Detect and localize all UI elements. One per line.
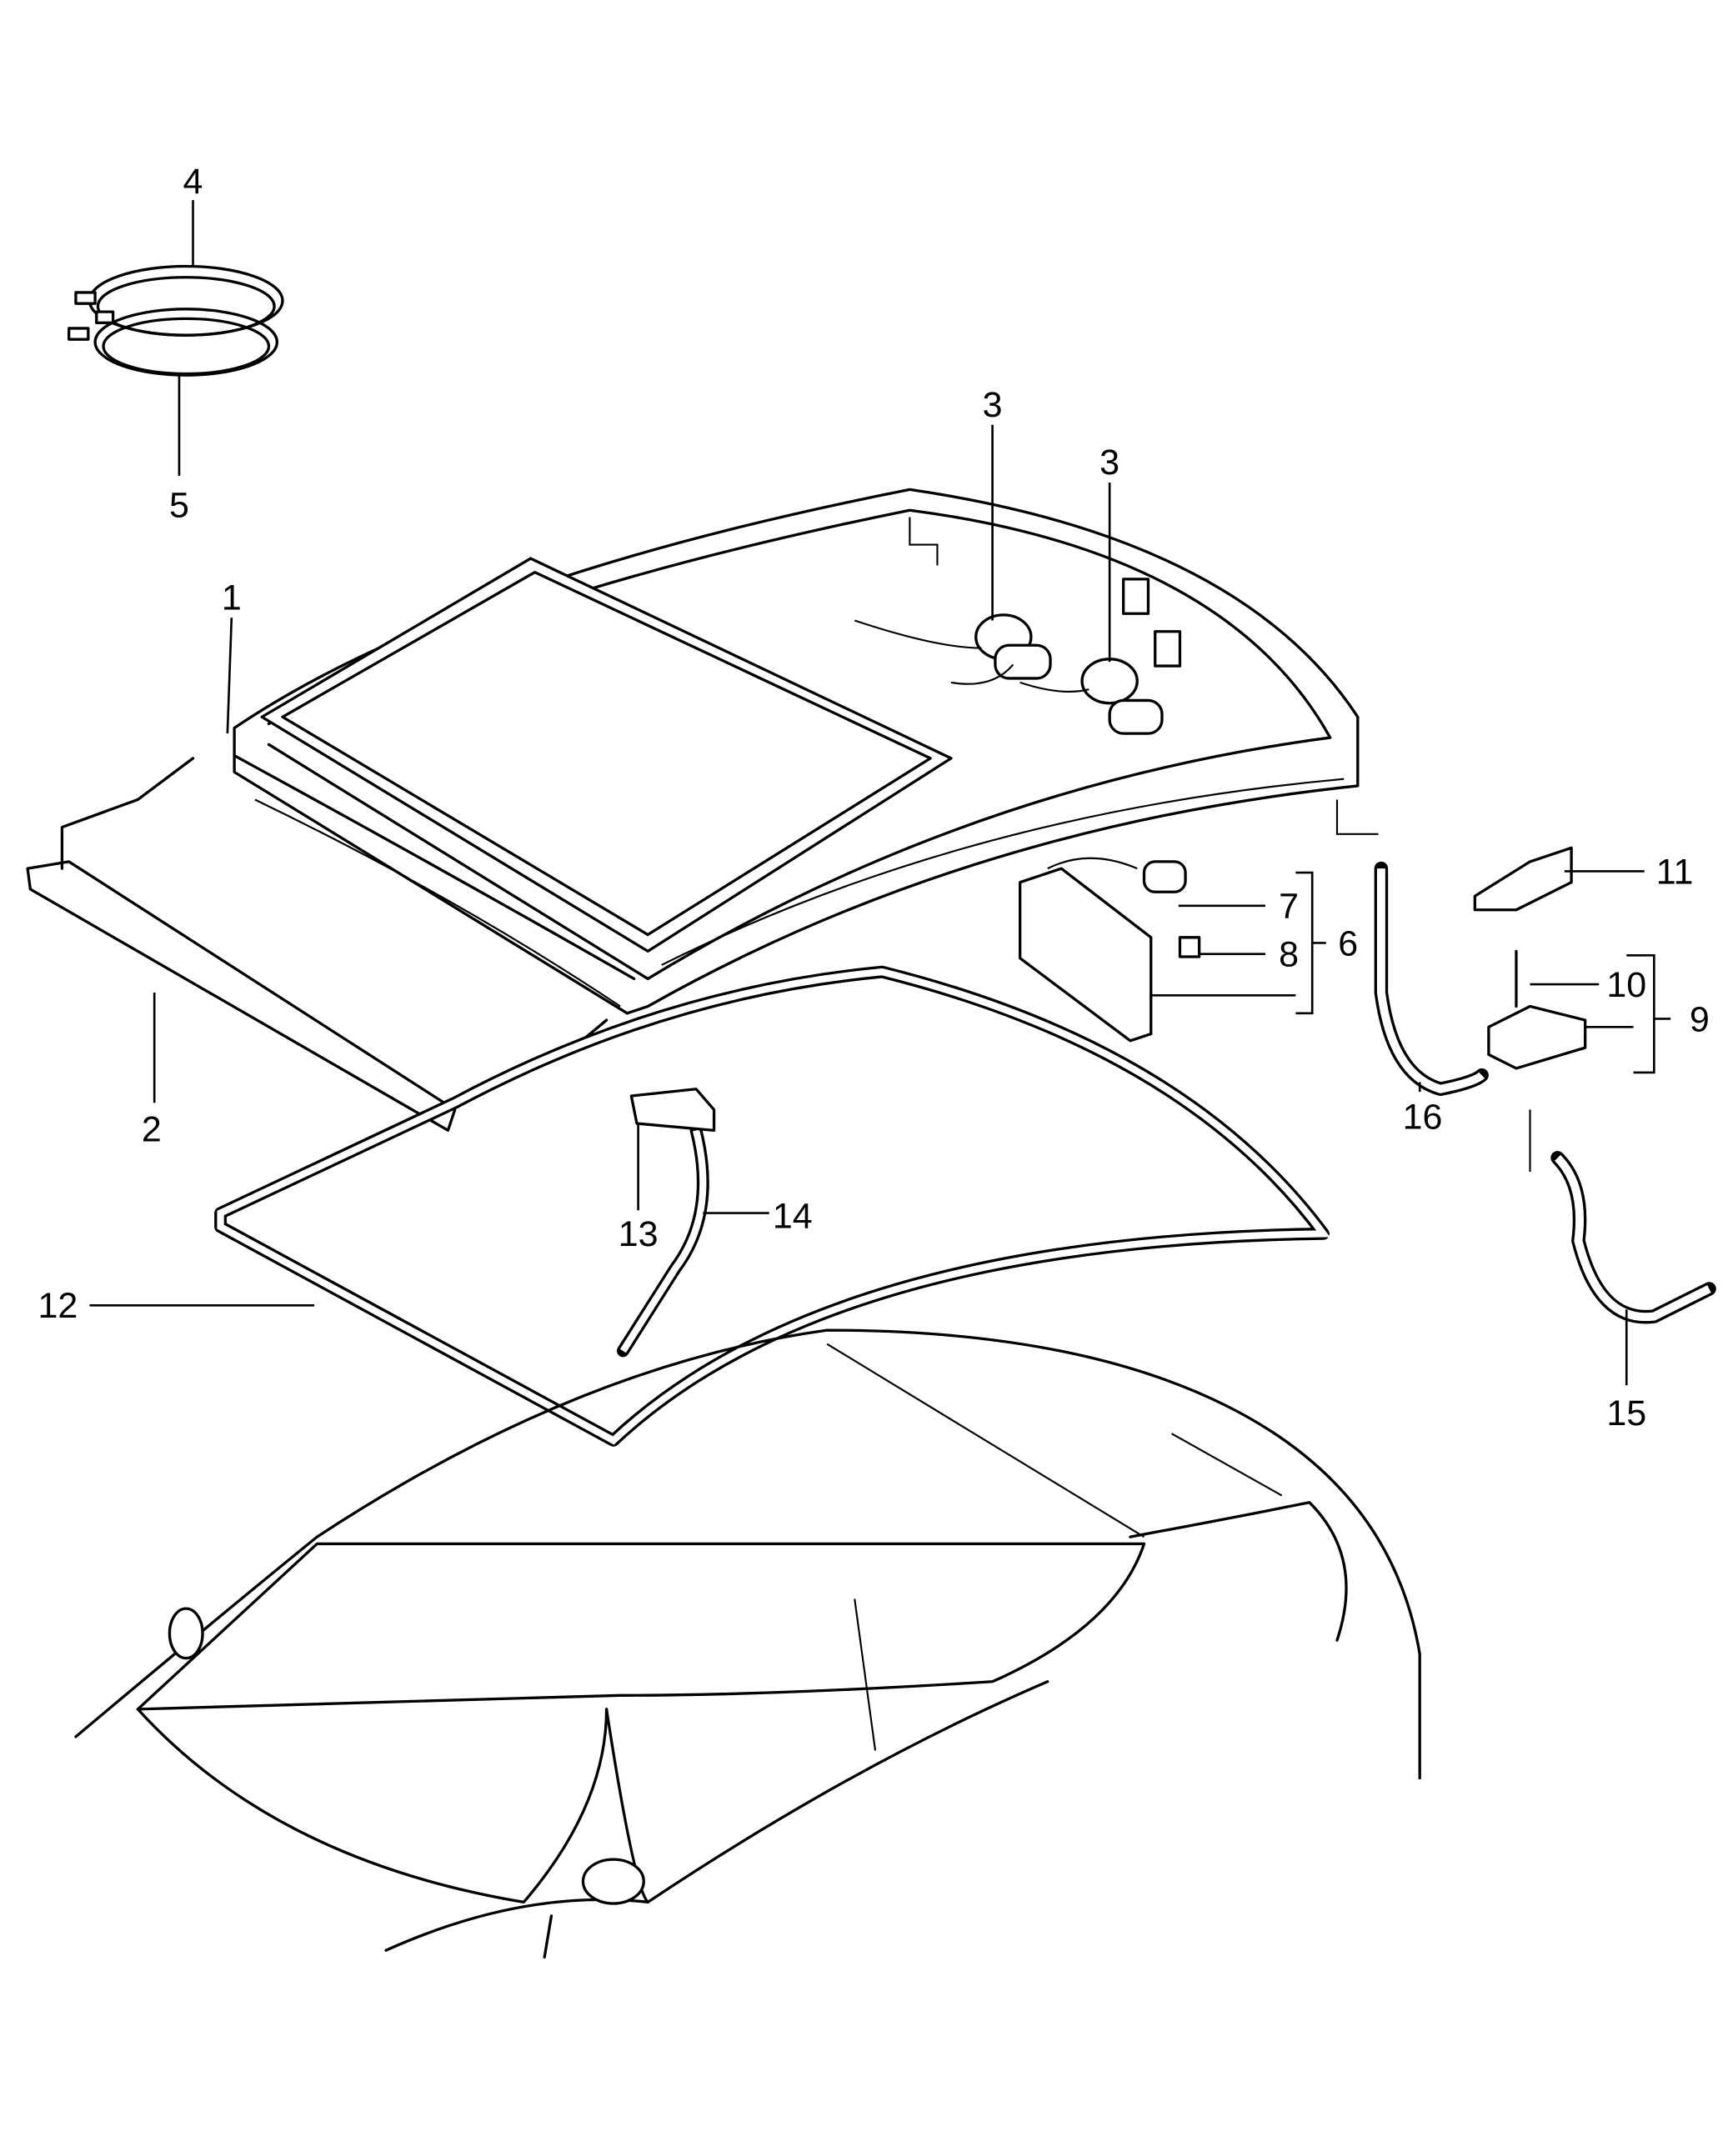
callout-11: 11 — [1656, 852, 1694, 892]
car-outline — [74, 1328, 1421, 1959]
motor-part-3b — [1019, 658, 1164, 735]
callout-16: 16 — [1403, 1098, 1443, 1138]
callout-3a: 3 — [983, 385, 1003, 425]
callout-6: 6 — [1338, 923, 1358, 963]
callout-12: 12 — [38, 1286, 78, 1326]
callout-1: 1 — [222, 578, 242, 618]
hose-part-16-inner — [1376, 868, 1485, 1093]
roof-seal-part-12 — [214, 965, 1330, 1447]
callout-14: 14 — [773, 1197, 813, 1237]
motor-part-3a — [854, 613, 1052, 685]
callout-13: 13 — [619, 1214, 659, 1254]
clip-part-11 — [1473, 846, 1573, 912]
cable-coil-part-4-5 — [68, 264, 284, 377]
leader-lines — [89, 200, 1671, 1386]
callout-9: 9 — [1690, 999, 1710, 1039]
callout-5: 5 — [169, 485, 189, 525]
bracket-assembly-part-6 — [1019, 857, 1201, 1043]
connector-part-13 — [629, 1088, 716, 1132]
callout-3b: 3 — [1099, 443, 1119, 483]
latch-part-9 — [1487, 949, 1587, 1070]
callout-8: 8 — [1279, 935, 1299, 975]
callout-15: 15 — [1606, 1393, 1646, 1433]
callout-7: 7 — [1279, 887, 1299, 927]
callout-4: 4 — [183, 162, 203, 202]
roof-frame-part-1 — [233, 488, 1360, 1015]
callout-10: 10 — [1606, 965, 1646, 1005]
callout-2: 2 — [142, 1110, 162, 1150]
